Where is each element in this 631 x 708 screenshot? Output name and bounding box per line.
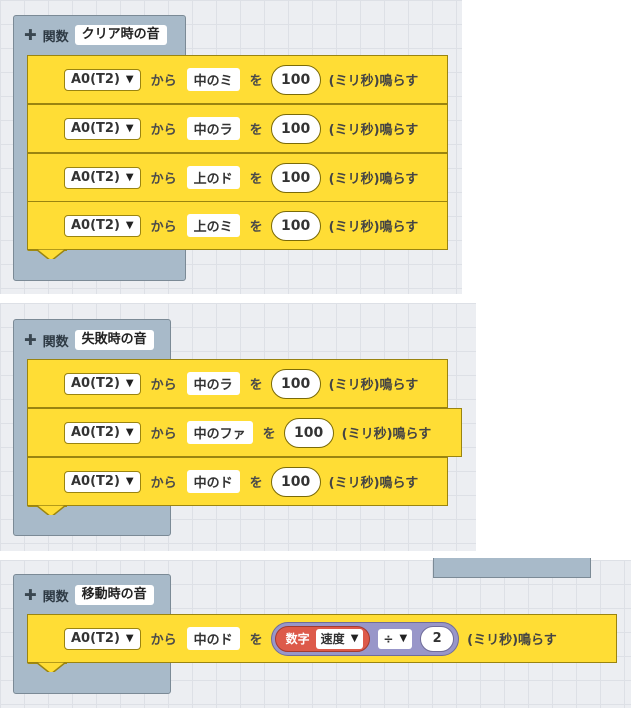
note-dropdown[interactable]: 中のラ xyxy=(186,117,240,140)
function-header: ✚ 関数 クリア時の音 xyxy=(24,24,167,46)
plus-icon[interactable]: ✚ xyxy=(24,25,37,44)
note-dropdown[interactable]: 上のド xyxy=(186,166,240,189)
from-label: から xyxy=(150,633,177,648)
plus-icon[interactable]: ✚ xyxy=(24,585,37,604)
from-label: から xyxy=(150,476,177,491)
caret-down-icon: ▼ xyxy=(350,633,359,644)
function-name[interactable]: クリア時の音 xyxy=(74,25,167,45)
tone-block[interactable]: A0(T2)▼ から 上のド を 100 (ミリ秒)鳴らす xyxy=(27,153,448,202)
wo-label: を xyxy=(249,74,263,89)
note-dropdown[interactable]: 中のファ xyxy=(186,421,253,444)
function-header: ✚ 関数 失敗時の音 xyxy=(24,329,154,351)
duration-input[interactable]: 100 xyxy=(270,466,321,497)
wo-label: を xyxy=(249,220,263,235)
caret-down-icon: ▼ xyxy=(125,476,134,487)
caret-down-icon: ▼ xyxy=(125,633,134,644)
from-label: から xyxy=(150,172,177,187)
play-label: (ミリ秒)鳴らす xyxy=(328,172,419,187)
math-expression-block[interactable]: 数字 速度▼ ÷▼ 2 xyxy=(270,621,460,656)
tone-block[interactable]: A0(T2)▼ から 中のラ を 100 (ミリ秒)鳴らす xyxy=(27,359,448,408)
variable-type-label: 数字 xyxy=(285,632,310,646)
function-keyword: 関数 xyxy=(42,29,69,45)
duration-input[interactable]: 100 xyxy=(270,64,321,95)
duration-input[interactable]: 100 xyxy=(270,113,321,144)
tone-block[interactable]: A0(T2)▼ から 中のド を 100 (ミリ秒)鳴らす xyxy=(27,457,448,506)
caret-down-icon: ▼ xyxy=(125,123,134,134)
operand-input[interactable]: 2 xyxy=(420,625,455,652)
play-label: (ミリ秒)鳴らす xyxy=(328,220,419,235)
caret-down-icon: ▼ xyxy=(125,74,134,85)
partial-function-block[interactable] xyxy=(433,558,591,578)
pin-dropdown[interactable]: A0(T2)▼ xyxy=(64,117,141,140)
function-name[interactable]: 移動時の音 xyxy=(74,585,154,605)
play-label: (ミリ秒)鳴らす xyxy=(341,427,432,442)
duration-input[interactable]: 100 xyxy=(270,368,321,399)
tone-block[interactable]: A0(T2)▼ から 中のド を 数字 速度▼ ÷▼ 2 (ミリ秒)鳴らす xyxy=(27,614,617,663)
note-dropdown[interactable]: 上のミ xyxy=(186,214,240,237)
function-name[interactable]: 失敗時の音 xyxy=(74,330,154,350)
from-label: から xyxy=(150,220,177,235)
wo-label: を xyxy=(249,172,263,187)
pin-dropdown[interactable]: A0(T2)▼ xyxy=(64,68,141,91)
note-dropdown[interactable]: 中のド xyxy=(186,470,240,493)
wo-label: を xyxy=(249,123,263,138)
from-label: から xyxy=(150,427,177,442)
function-header: ✚ 関数 移動時の音 xyxy=(24,584,154,606)
operator-dropdown[interactable]: ÷▼ xyxy=(378,628,413,649)
duration-input[interactable]: 100 xyxy=(270,210,321,241)
pin-dropdown[interactable]: A0(T2)▼ xyxy=(64,421,141,444)
duration-input[interactable]: 100 xyxy=(283,417,334,448)
pin-dropdown[interactable]: A0(T2)▼ xyxy=(64,372,141,395)
wo-label: を xyxy=(262,427,276,442)
caret-down-icon: ▼ xyxy=(125,427,134,438)
wo-label: を xyxy=(249,633,263,648)
from-label: から xyxy=(150,378,177,393)
tone-block[interactable]: A0(T2)▼ から 中のファ を 100 (ミリ秒)鳴らす xyxy=(27,408,462,457)
wo-label: を xyxy=(249,476,263,491)
caret-down-icon: ▼ xyxy=(125,172,134,183)
function-keyword: 関数 xyxy=(42,589,69,605)
function-keyword: 関数 xyxy=(42,334,69,350)
note-dropdown[interactable]: 中のド xyxy=(186,627,240,650)
caret-down-icon: ▼ xyxy=(399,633,408,644)
pin-dropdown[interactable]: A0(T2)▼ xyxy=(64,470,141,493)
note-dropdown[interactable]: 中のラ xyxy=(186,372,240,395)
wo-label: を xyxy=(249,378,263,393)
pin-dropdown[interactable]: A0(T2)▼ xyxy=(64,166,141,189)
variable-dropdown[interactable]: 速度▼ xyxy=(315,628,364,649)
play-label: (ミリ秒)鳴らす xyxy=(328,378,419,393)
play-label: (ミリ秒)鳴らす xyxy=(328,123,419,138)
caret-down-icon: ▼ xyxy=(125,220,134,231)
caret-down-icon: ▼ xyxy=(125,378,134,389)
block-bottom-notch xyxy=(36,505,66,515)
pin-dropdown[interactable]: A0(T2)▼ xyxy=(64,627,141,650)
play-label: (ミリ秒)鳴らす xyxy=(328,476,419,491)
duration-input[interactable]: 100 xyxy=(270,162,321,193)
tone-block[interactable]: A0(T2)▼ から 中のラ を 100 (ミリ秒)鳴らす xyxy=(27,104,448,153)
tone-block[interactable]: A0(T2)▼ から 上のミ を 100 (ミリ秒)鳴らす xyxy=(27,201,448,250)
play-label: (ミリ秒)鳴らす xyxy=(467,633,557,648)
from-label: から xyxy=(150,74,177,89)
variable-block[interactable]: 数字 速度▼ xyxy=(274,625,371,652)
block-bottom-notch xyxy=(36,249,66,259)
pin-dropdown[interactable]: A0(T2)▼ xyxy=(64,214,141,237)
plus-icon[interactable]: ✚ xyxy=(24,330,37,349)
note-dropdown[interactable]: 中のミ xyxy=(186,68,240,91)
play-label: (ミリ秒)鳴らす xyxy=(328,74,419,89)
block-bottom-notch xyxy=(36,662,66,672)
tone-block[interactable]: A0(T2)▼ から 中のミ を 100 (ミリ秒)鳴らす xyxy=(27,55,448,104)
from-label: から xyxy=(150,123,177,138)
